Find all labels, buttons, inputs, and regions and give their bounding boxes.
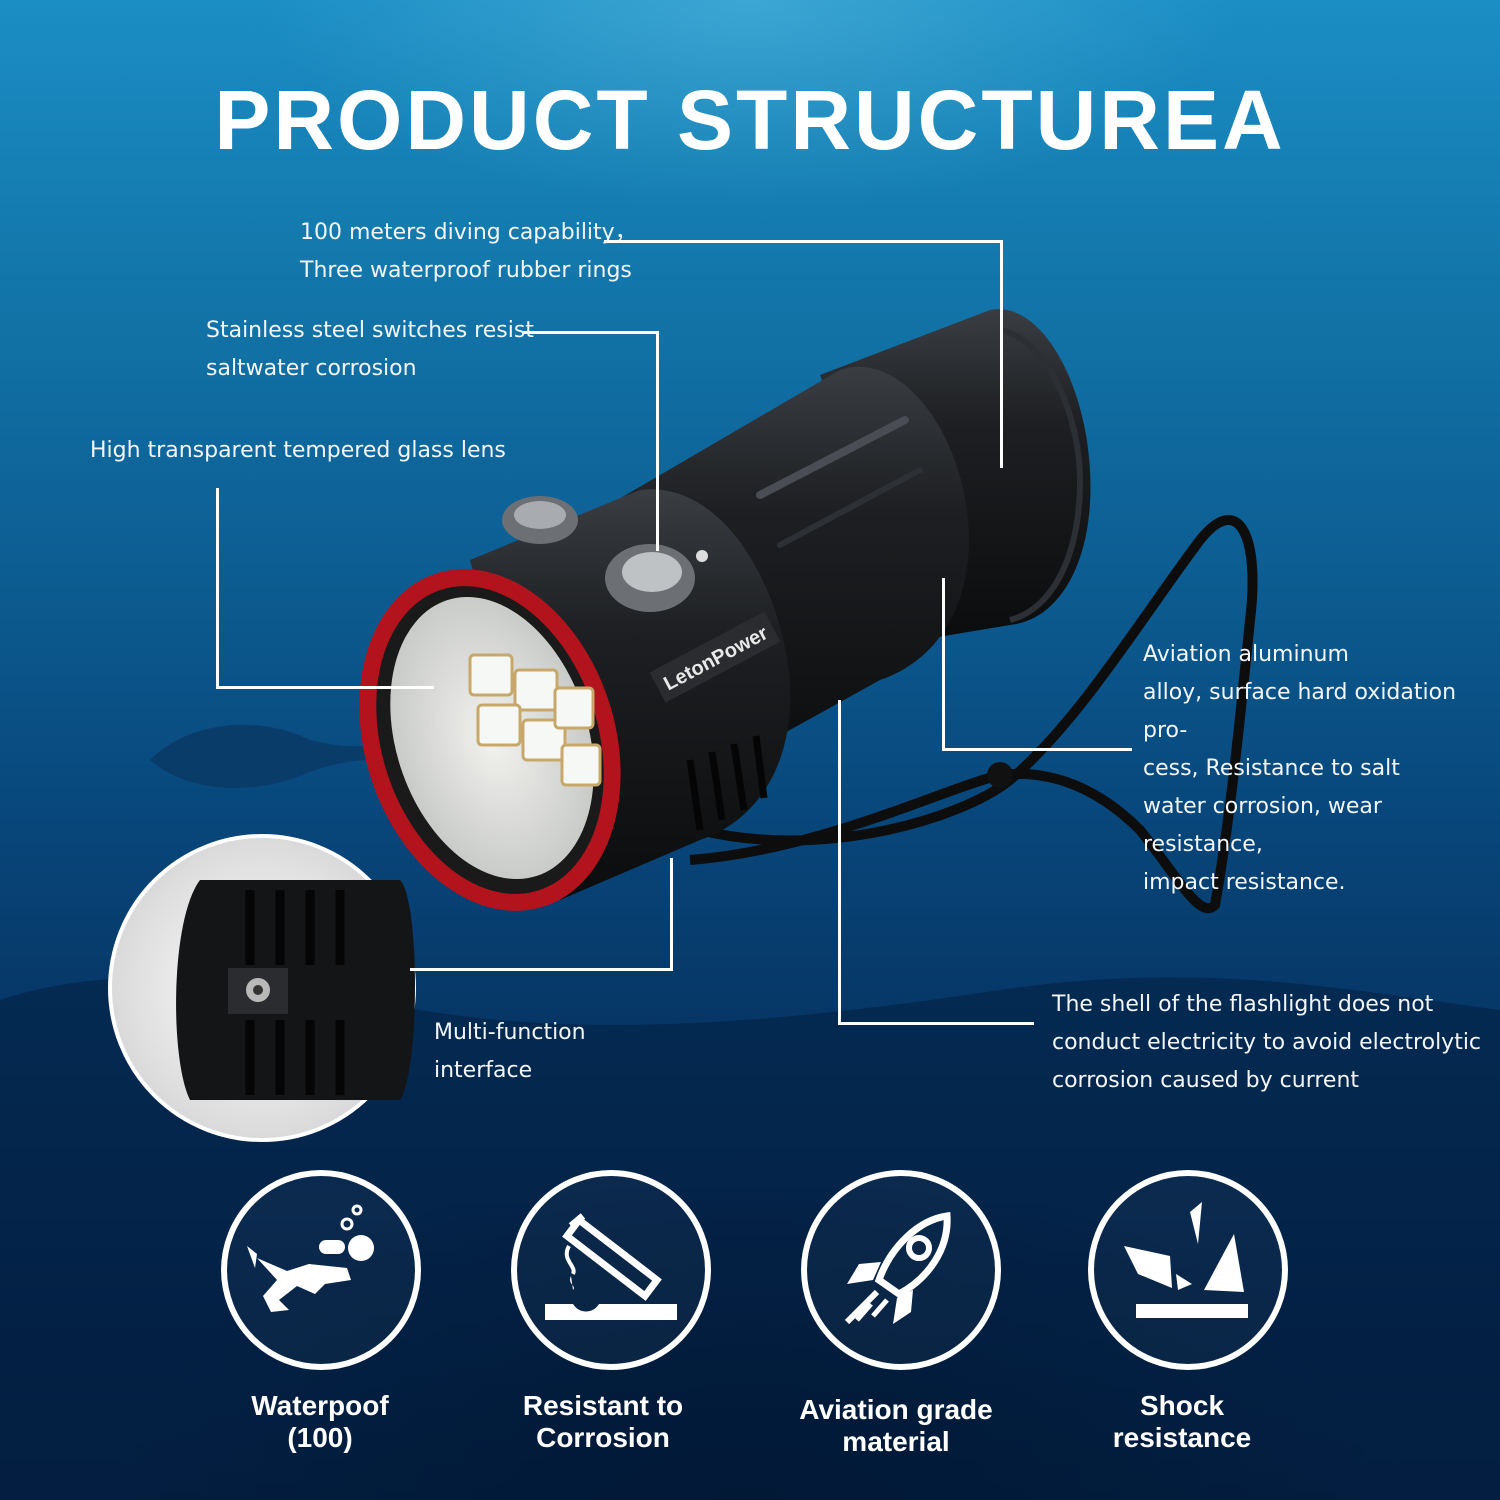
interface-detail-inset <box>108 834 416 1142</box>
led-array <box>468 653 602 787</box>
callout-line-interface-v <box>670 858 673 970</box>
reef-silhouette <box>0 977 1500 1500</box>
callout-non-conductive-shell: The shell of the flashlight does not con… <box>1052 992 1482 1093</box>
callout-diving-capability: 100 meters diving capability， Three wate… <box>300 220 637 283</box>
callout-line-diving-h <box>604 240 1002 243</box>
callout-line-interface-h <box>410 968 673 971</box>
lanyard-bead <box>987 762 1013 788</box>
diver-icon <box>247 1204 374 1312</box>
rocket-icon <box>844 1211 951 1325</box>
corrosion-icon <box>545 1213 677 1320</box>
callout-line-shell-v <box>838 700 841 1024</box>
feature-corrosion <box>511 1170 711 1370</box>
feature-label-corrosion: Resistant to Corrosion <box>522 1390 684 1453</box>
flashlight-body <box>359 309 1091 911</box>
callout-line-switch-v <box>656 331 659 551</box>
feature-label-shock: Shock resistance <box>1112 1390 1252 1453</box>
callout-line-diving-v <box>1000 240 1003 468</box>
feature-label-waterproof: Waterpoof (100) <box>251 1390 389 1453</box>
callout-line-lens-h <box>216 686 434 689</box>
feature-shock <box>1088 1170 1288 1370</box>
callout-line-shell-h <box>838 1022 1034 1025</box>
feature-label-aviation: Aviation grade material <box>799 1394 993 1457</box>
callout-line-lens-v <box>216 488 219 688</box>
page-title: PRODUCT STRUCTUREA <box>214 73 1286 167</box>
feature-aviation <box>801 1170 1001 1370</box>
callout-stainless-switch: Stainless steel switches resist saltwate… <box>206 318 534 381</box>
callout-line-switch-h <box>522 331 658 334</box>
callout-aviation-aluminum: Aviation aluminum alloy, surface hard ox… <box>1143 642 1457 895</box>
feature-waterproof <box>221 1170 421 1370</box>
callout-glass-lens: High transparent tempered glass lens <box>90 438 506 463</box>
callout-line-aluminum-v <box>942 578 945 750</box>
shock-icon <box>1124 1202 1248 1318</box>
fish-silhouette <box>150 724 398 788</box>
callout-line-aluminum-h <box>942 748 1132 751</box>
callout-multi-function-interface: Multi-function interface <box>434 1020 586 1083</box>
